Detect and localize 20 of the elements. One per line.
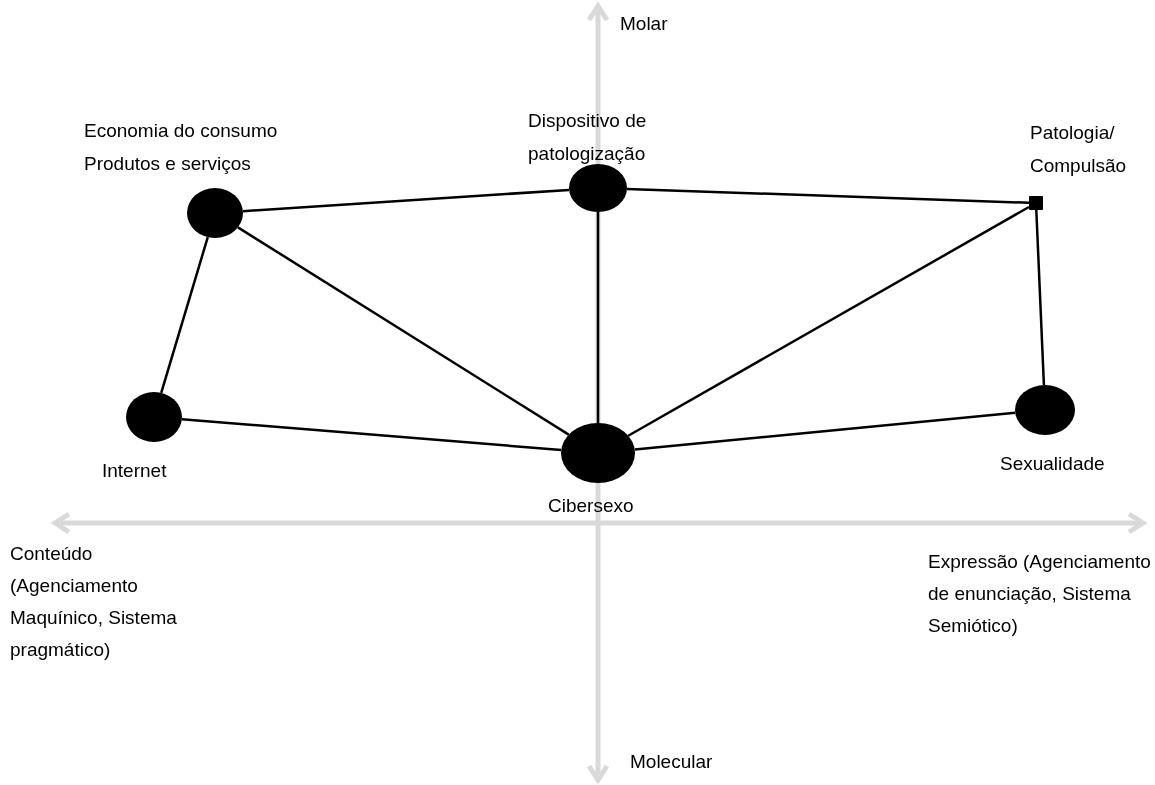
- node-label: Economia do consumo: [84, 119, 278, 143]
- node-label: Sexualidade: [1000, 452, 1105, 476]
- connector-line: [626, 187, 1030, 204]
- connector-line: [237, 226, 570, 436]
- connector-line: [596, 212, 600, 423]
- connector-line: [627, 205, 1030, 437]
- connector-line: [160, 236, 209, 394]
- connector-line: [242, 188, 570, 213]
- node-label: Cibersexo: [548, 494, 634, 518]
- connector-line: [634, 411, 1016, 451]
- connector-line: [181, 418, 562, 452]
- node-label: Dispositivo de patologização: [528, 109, 648, 166]
- axis-label: Conteúdo (Agenciamento Maquínico, Sistema pragmático): [10, 542, 178, 662]
- axis-label: Molecular: [630, 750, 714, 774]
- node-label: Internet: [102, 459, 167, 483]
- connector-line: [1035, 209, 1046, 386]
- node-label: Produtos e serviços: [84, 152, 251, 176]
- axis-label: Expressão (Agenciamento de enunciação, Sistema Semiótico): [928, 550, 1152, 638]
- axis-label: Molar: [620, 12, 669, 36]
- node-label: Patologia/ Compulsão: [1030, 121, 1128, 178]
